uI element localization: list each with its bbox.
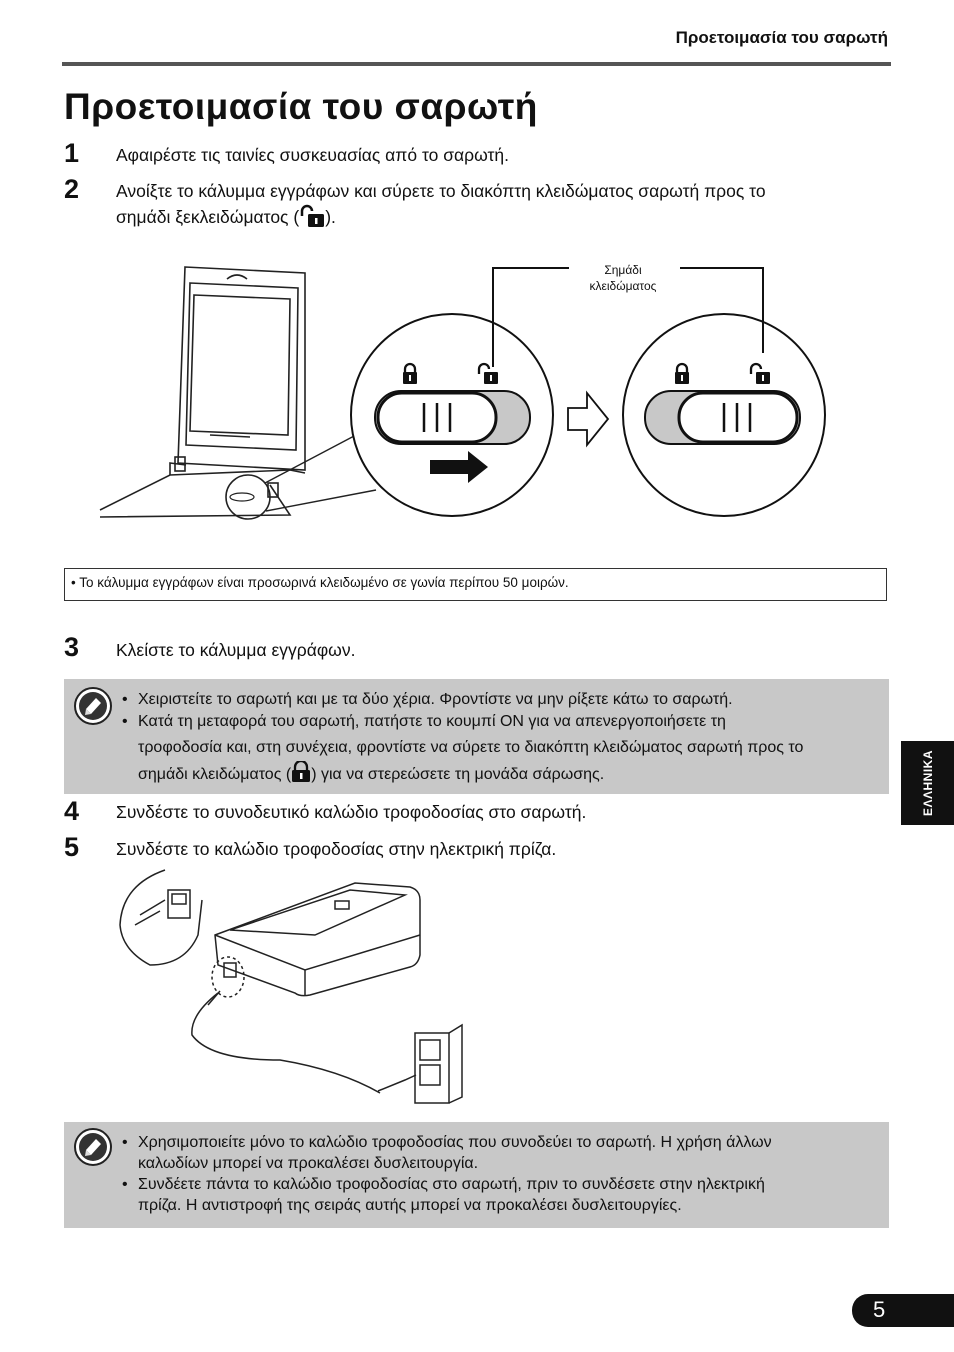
step-2-text-line1: Ανοίξτε το κάλυμμα εγγράφων και σύρετε τ…	[116, 181, 766, 201]
lock-icon	[291, 759, 311, 789]
step-5-number: 5	[64, 832, 80, 862]
language-tab-label: ΕΛΛΗΝΙΚΑ	[920, 749, 935, 817]
arrow-right-icon	[567, 390, 610, 448]
caution-2-item-1-line2: καλωδίων μπορεί να προκαλέσει δυσλειτουρ…	[138, 1155, 479, 1172]
callout-label: Σημάδι κλειδώματος	[563, 262, 683, 294]
step-1-text: Αφαιρέστε τις ταινίες συσκευασίας από το…	[116, 145, 510, 165]
step-2-number: 2	[64, 174, 80, 204]
caution-2-item-2-line2: πρίζα. Η αντιστροφή της σειράς αυτής μπο…	[138, 1197, 682, 1214]
language-tab[interactable]: ΕΛΛΗΝΙΚΑ	[901, 741, 954, 825]
running-header: Προετοιμασία του σαρωτή	[675, 28, 888, 47]
caution-icon	[74, 687, 112, 730]
unlock-icon	[477, 362, 498, 384]
arrow-right-icon	[430, 451, 488, 483]
caution-box-1: •Χειριστείτε το σαρωτή και με τα δύο χέρ…	[64, 679, 889, 794]
step-4-text: Συνδέστε το συνοδευτικό καλώδιο τροφοδοσ…	[116, 802, 587, 822]
page-number: 5	[852, 1294, 954, 1327]
unlock-icon	[299, 204, 325, 235]
page-title: Προετοιμασία του σαρωτή	[64, 86, 538, 127]
step-2-text-line2: σημάδι ξεκλειδώματος ( ).	[116, 204, 336, 235]
callout-label-line1: Σημάδι	[604, 263, 642, 277]
caution-icon	[74, 1128, 112, 1171]
callout-line-left	[492, 267, 569, 367]
caution-2-item-2-line1: •Συνδέετε πάντα το καλώδιο τροφοδοσίας σ…	[122, 1176, 765, 1193]
scanner-body	[214, 882, 421, 997]
caution-1-item-2-line3: σημάδι κλειδώματος () για να στερεώσετε …	[138, 759, 883, 789]
caution-box-2: •Χρησιμοποιείτε μόνο το καλώδιο τροφοδοσ…	[64, 1122, 889, 1228]
step-2-text-after: ).	[325, 207, 336, 227]
step-3-number: 3	[64, 632, 80, 662]
unlock-icon	[749, 362, 770, 384]
caution-1-item-2-line2: τροφοδοσία και, στη συνέχεια, φροντίστε …	[138, 739, 804, 756]
caution-1-item-2-line1: •Κατά τη μεταφορά του σαρωτή, πατήστε το…	[122, 713, 726, 730]
step-3-text: Κλείστε το κάλυμμα εγγράφων.	[116, 640, 356, 660]
lock-switch-illustration	[99, 266, 826, 520]
callout-line-right	[680, 267, 764, 353]
step-5-text: Συνδέστε το καλώδιο τροφοδοσίας στην ηλε…	[116, 839, 557, 859]
step-4-number: 4	[64, 796, 80, 826]
switch-detail-circle	[225, 474, 271, 520]
lock-icon	[675, 362, 689, 384]
callout-label-line2: κλειδώματος	[589, 279, 657, 293]
lock-icon	[403, 362, 417, 384]
caution-2-item-1-line1: •Χρησιμοποιείτε μόνο το καλώδιο τροφοδοσ…	[122, 1134, 772, 1151]
power-cable-illustration	[119, 869, 463, 1104]
step-2-text-before: σημάδι ξεκλειδώματος (	[116, 207, 300, 227]
scanner-lid-open	[99, 266, 306, 518]
note-box: • Το κάλυμμα εγγράφων είναι προσωρινά κλ…	[64, 568, 887, 601]
step-1-number: 1	[64, 138, 80, 168]
caution-1-item-1: •Χειριστείτε το σαρωτή και με τα δύο χέρ…	[122, 691, 733, 708]
header-rule	[62, 62, 891, 66]
